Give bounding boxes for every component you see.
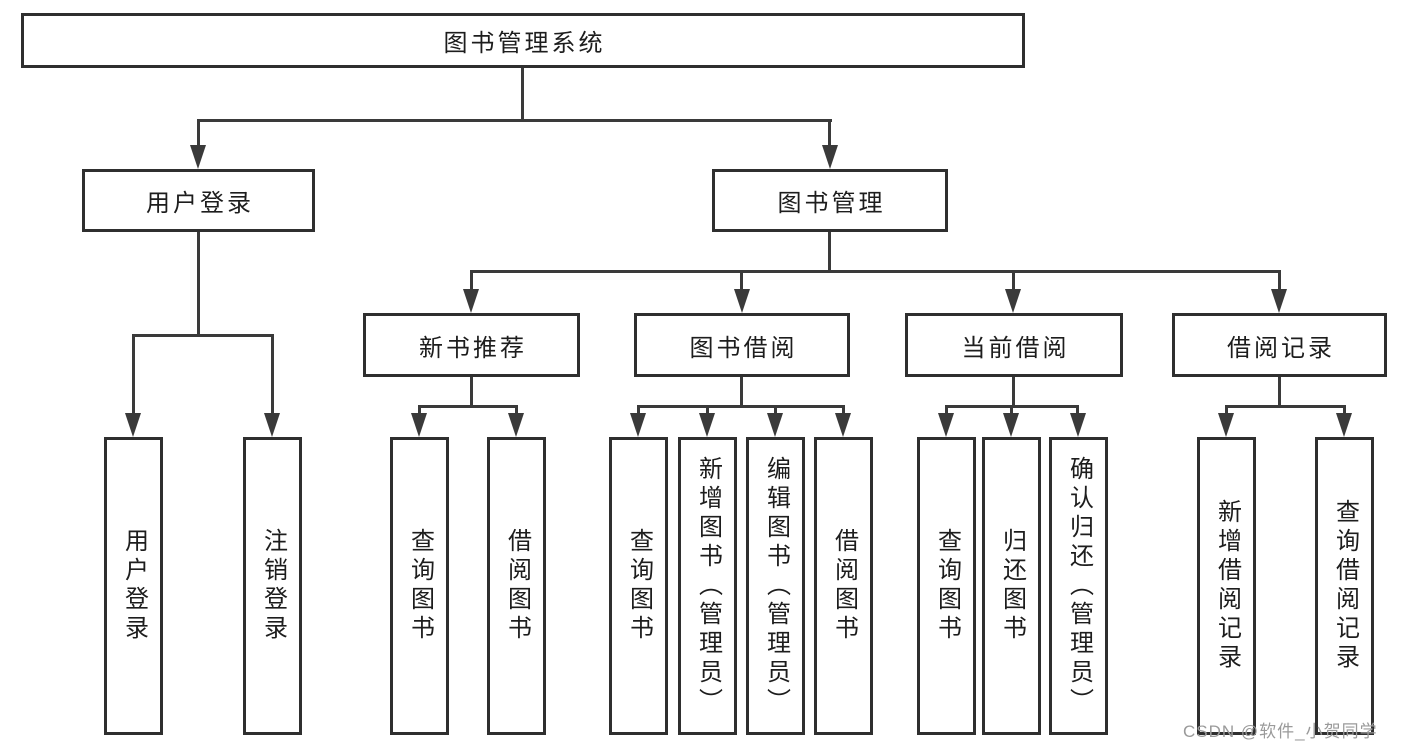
connector-line <box>521 68 524 121</box>
arrow-down-icon <box>1336 413 1352 437</box>
connector-line <box>637 405 640 417</box>
connector-line <box>470 270 473 293</box>
connector-line <box>1012 377 1015 408</box>
connector-line <box>470 377 473 408</box>
node-book-borrowing: 图书借阅 <box>634 313 850 377</box>
arrow-down-icon <box>411 413 427 437</box>
connector-line <box>740 377 743 408</box>
csdn-watermark: CSDN @软件_小贺同学 <box>1183 722 1378 741</box>
arrow-down-icon <box>938 413 954 437</box>
arrow-down-icon <box>1005 289 1021 313</box>
connector-line <box>1225 405 1228 417</box>
connector-line <box>706 405 709 417</box>
arrow-down-icon <box>822 145 838 169</box>
connector-line <box>418 405 517 408</box>
leaf-borrow-books-recommend: 借阅图书 <box>487 437 546 735</box>
connector-line <box>197 119 832 122</box>
leaf-return-books: 归还图书 <box>982 437 1041 735</box>
connector-line <box>945 405 948 417</box>
arrow-down-icon <box>190 145 206 169</box>
connector-line <box>1278 270 1281 293</box>
leaf-confirm-return-admin: 确认归还（管理员） <box>1049 437 1108 735</box>
connector-line <box>828 232 831 273</box>
arrow-down-icon <box>1271 289 1287 313</box>
arrow-down-icon <box>125 413 141 437</box>
leaf-add-books-admin: 新增图书（管理员） <box>678 437 737 735</box>
arrow-down-icon <box>699 413 715 437</box>
arrow-down-icon <box>463 289 479 313</box>
arrow-down-icon <box>1218 413 1234 437</box>
connector-line <box>1012 270 1015 293</box>
connector-line <box>1076 405 1079 417</box>
node-book-management: 图书管理 <box>712 169 948 232</box>
arrow-down-icon <box>734 289 750 313</box>
connector-line <box>828 119 831 150</box>
connector-line <box>774 405 777 417</box>
connector-line <box>1225 405 1345 408</box>
leaf-add-borrow-record: 新增借阅记录 <box>1197 437 1256 735</box>
node-user-login: 用户登录 <box>82 169 315 232</box>
node-root-library-system: 图书管理系统 <box>21 13 1025 68</box>
connector-line <box>1278 377 1281 408</box>
node-borrowing-records: 借阅记录 <box>1172 313 1387 377</box>
connector-line <box>197 232 200 336</box>
leaf-borrow-books: 借阅图书 <box>814 437 873 735</box>
arrow-down-icon <box>508 413 524 437</box>
leaf-query-books-borrow: 查询图书 <box>609 437 668 735</box>
arrow-down-icon <box>835 413 851 437</box>
connector-line <box>271 334 274 417</box>
leaf-query-books-current: 查询图书 <box>917 437 976 735</box>
connector-line <box>132 334 135 417</box>
connector-line <box>470 270 1280 273</box>
connector-line <box>637 405 844 408</box>
leaf-logout: 注销登录 <box>243 437 302 735</box>
connector-line <box>515 405 518 417</box>
leaf-query-books-recommend: 查询图书 <box>390 437 449 735</box>
arrow-down-icon <box>767 413 783 437</box>
arrow-down-icon <box>264 413 280 437</box>
arrow-down-icon <box>630 413 646 437</box>
node-new-book-recommendation: 新书推荐 <box>363 313 580 377</box>
leaf-query-borrow-record: 查询借阅记录 <box>1315 437 1374 735</box>
connector-line <box>418 405 421 417</box>
connector-line <box>132 334 273 337</box>
node-current-borrowing: 当前借阅 <box>905 313 1123 377</box>
connector-line <box>1010 405 1013 417</box>
connector-line <box>1343 405 1346 417</box>
connector-line <box>842 405 845 417</box>
arrow-down-icon <box>1070 413 1086 437</box>
connector-line <box>740 270 743 293</box>
leaf-edit-books-admin: 编辑图书（管理员） <box>746 437 805 735</box>
leaf-user-login: 用户登录 <box>104 437 163 735</box>
arrow-down-icon <box>1003 413 1019 437</box>
connector-line <box>197 119 200 150</box>
